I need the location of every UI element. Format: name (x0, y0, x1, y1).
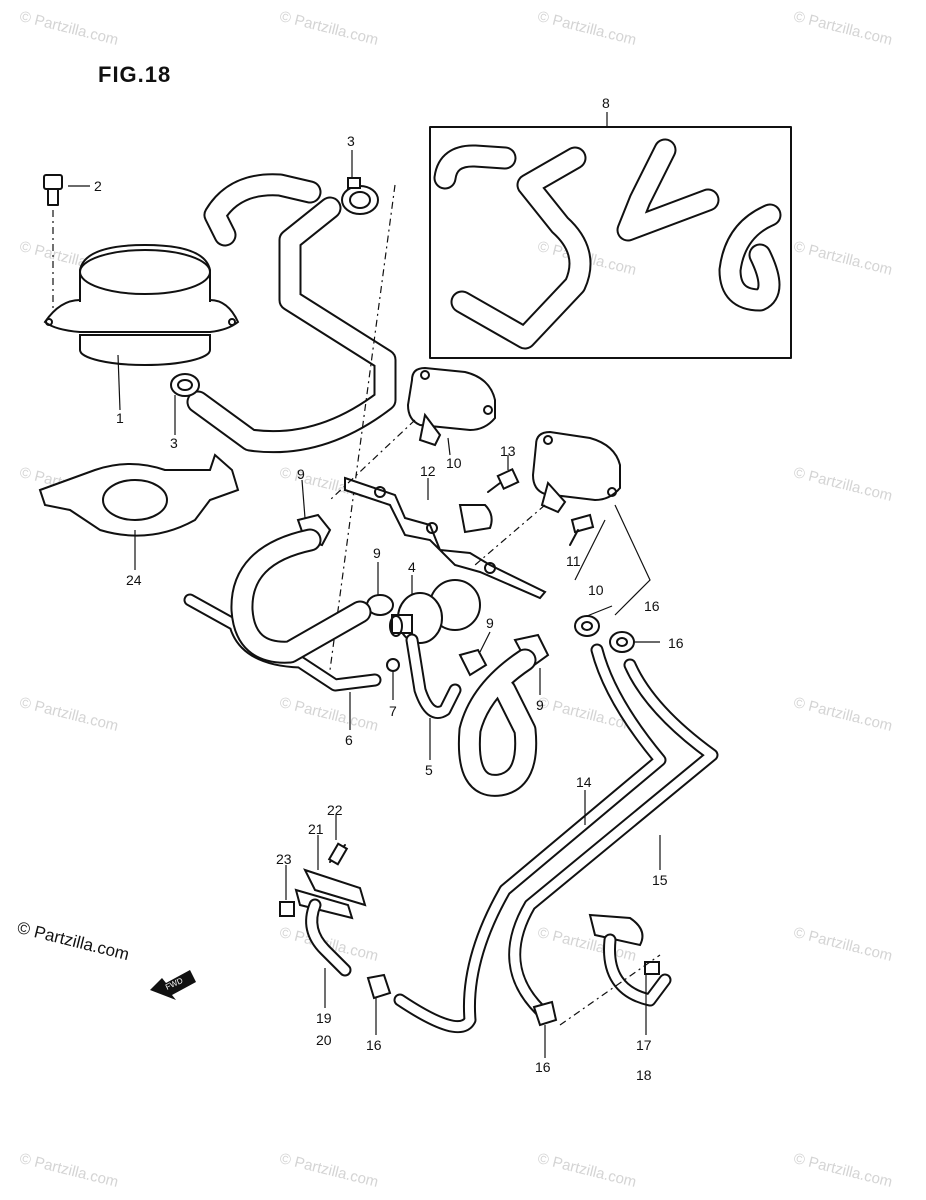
fwd-arrow-icon: FWD (150, 970, 196, 1000)
part-7-o-ring (386, 658, 400, 672)
callout-6: 6 (345, 732, 353, 748)
callout-18: 18 (636, 1067, 652, 1083)
callout-14: 14 (576, 774, 592, 790)
part-12-bracket (344, 476, 547, 600)
callout-4: 4 (408, 559, 416, 575)
part-10-reed-valve-right (531, 430, 621, 514)
clamp-16-upper-a (574, 615, 600, 637)
callout-13: 13 (500, 443, 516, 459)
callout-9: 9 (536, 697, 544, 713)
callout-23: 23 (276, 851, 292, 867)
callout-21: 21 (308, 821, 324, 837)
callout-8: 8 (602, 95, 610, 111)
callout-10: 10 (446, 455, 462, 471)
clamp-16-bottom-left (366, 973, 392, 1000)
part-22-stud (327, 842, 349, 866)
callout-10: 10 (588, 582, 604, 598)
callout-9: 9 (297, 466, 305, 482)
callout-1: 1 (116, 410, 124, 426)
clamp-3-upper (341, 177, 379, 215)
callout-16: 16 (644, 598, 660, 614)
part-23-nut (279, 901, 295, 917)
part-13-bolt (487, 467, 520, 493)
callout-16: 16 (366, 1037, 382, 1053)
clamp-16-bottom-right (532, 1000, 558, 1027)
callout-7: 7 (389, 703, 397, 719)
callout-3: 3 (170, 435, 178, 451)
callout-15: 15 (652, 872, 668, 888)
callout-16: 16 (535, 1059, 551, 1075)
part-3-hose-upper (186, 173, 397, 454)
hose-set-frame (429, 126, 792, 359)
callout-3: 3 (347, 133, 355, 149)
part-8-hose-set (429, 126, 792, 359)
clamp-3-lower (170, 373, 200, 397)
part-4-cut-valve (389, 579, 481, 644)
part-11-bolt (569, 513, 595, 546)
callout-20: 20 (316, 1032, 332, 1048)
part-1-air-chamber (43, 243, 240, 366)
callout-19: 19 (316, 1010, 332, 1026)
part-17-pipe (559, 913, 672, 1026)
part-5-hose (405, 633, 538, 797)
callout-17: 17 (636, 1037, 652, 1053)
part-24-bracket (38, 453, 240, 537)
callout-12: 12 (420, 463, 436, 479)
clamp-16-upper-b (609, 631, 635, 653)
part-6-hose (183, 528, 382, 692)
callout-9: 9 (486, 615, 494, 631)
figure-title: FIG.18 (98, 62, 172, 87)
callout-24: 24 (126, 572, 142, 588)
part-21-gasket (303, 868, 367, 907)
part-19-pipe (294, 888, 354, 977)
callout-9: 9 (373, 545, 381, 561)
part-10-reed-valve-left (406, 366, 496, 447)
callout-11: 11 (566, 553, 581, 569)
part-2-bolt (43, 174, 63, 310)
part-15-pipe (508, 658, 719, 1017)
callout-22: 22 (327, 802, 343, 818)
callout-16: 16 (668, 635, 684, 651)
clamp-9-c (458, 648, 488, 677)
callout-5: 5 (425, 762, 433, 778)
callout-2: 2 (94, 178, 102, 194)
part-14-pipe (393, 643, 667, 1034)
